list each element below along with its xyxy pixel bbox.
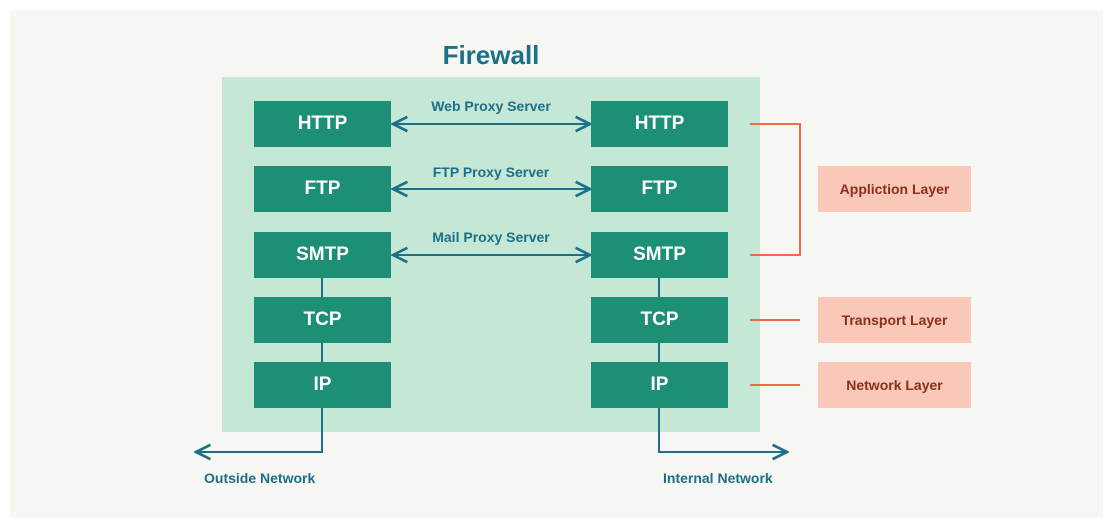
- outside-ip-box: IP: [254, 362, 391, 408]
- outside-network-arrow: [196, 407, 323, 452]
- inside-tcp-box: TCP: [591, 297, 728, 343]
- transport-layer-label: Transport Layer: [818, 297, 971, 343]
- web-proxy-label: Web Proxy Server: [431, 98, 551, 114]
- internal-network-label: Internal Network: [663, 470, 773, 486]
- mail-proxy-label: Mail Proxy Server: [432, 229, 550, 245]
- ftp-proxy-label: FTP Proxy Server: [432, 164, 550, 180]
- outside-ftp-box: FTP: [254, 166, 391, 212]
- outside-network-label: Outside Network: [204, 470, 316, 486]
- network-layer-label: Network Layer: [818, 362, 971, 408]
- internal-network-arrow: [658, 407, 787, 452]
- inside-http-box: HTTP: [591, 101, 728, 147]
- outside-tcp-box: TCP: [254, 297, 391, 343]
- diagram-title: Firewall: [442, 40, 540, 70]
- application-layer-bracket: [750, 123, 801, 256]
- inside-smtp-box: SMTP: [591, 232, 728, 278]
- inside-ftp-box: FTP: [591, 166, 728, 212]
- application-layer-label: Appliction Layer: [818, 166, 971, 212]
- inside-ip-box: IP: [591, 362, 728, 408]
- outside-smtp-box: SMTP: [254, 232, 391, 278]
- outside-http-box: HTTP: [254, 101, 391, 147]
